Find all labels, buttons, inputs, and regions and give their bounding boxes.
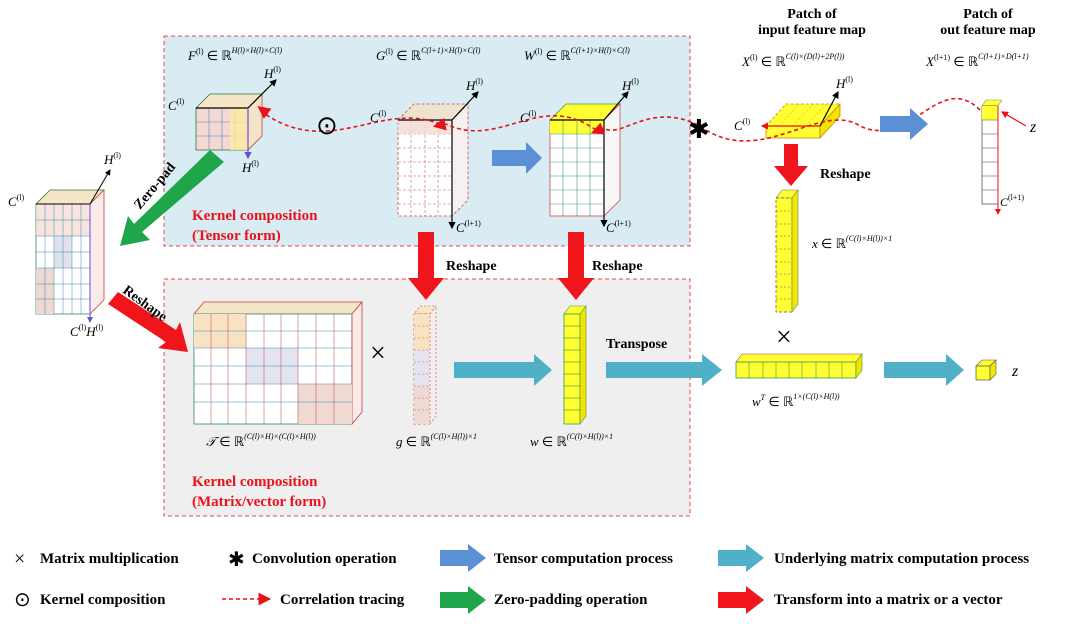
axis-pad-H: H(l) bbox=[103, 151, 121, 167]
axis-X-H: H(l) bbox=[835, 75, 853, 91]
legend-conv-symbol: ✱ bbox=[228, 549, 245, 571]
output-z-cube bbox=[975, 359, 997, 381]
reshape-arrow-padded bbox=[108, 292, 188, 352]
reshape-label-G: Reshape bbox=[446, 259, 497, 274]
legend-blue-arrow bbox=[440, 544, 486, 572]
patch-output-title-1: Patch of bbox=[963, 7, 1013, 22]
vector-x bbox=[775, 189, 799, 313]
legend-green-arrow bbox=[440, 586, 486, 614]
kernel-tensor-title-2: (Tensor form) bbox=[192, 228, 281, 244]
matmul-symbol-2: × bbox=[776, 322, 792, 353]
tensor-W-cube bbox=[549, 91, 629, 228]
tensor-G-cube bbox=[397, 91, 479, 230]
legend-matrix-text: Underlying matrix computation process bbox=[774, 551, 1029, 567]
tensor-F-cube bbox=[195, 79, 277, 160]
kernel-composition-symbol: ⊙ bbox=[316, 111, 338, 140]
reshape-arrow-X bbox=[774, 144, 808, 186]
convolution-symbol: ✱ bbox=[688, 115, 710, 144]
input-patch-X bbox=[760, 90, 841, 140]
formula-x: x ∈ ℝ(C(l)×H(l))×1 bbox=[811, 234, 892, 251]
legend-zeropad-text: Zero-padding operation bbox=[494, 592, 648, 608]
formula-Fcal: 𝒯 ∈ ℝ(C(l)×H)×(C(l)×H(l)) bbox=[206, 432, 316, 449]
legend-kernel-text: Kernel composition bbox=[40, 592, 166, 608]
z-label-bottom: z bbox=[1011, 363, 1019, 380]
formula-W: W(l) ∈ ℝC(l+1)×H(l)×C(l) bbox=[524, 46, 630, 63]
reshape-label-X: Reshape bbox=[820, 167, 871, 182]
vector-wT bbox=[735, 353, 863, 379]
transpose-label: Transpose bbox=[606, 337, 667, 352]
kernel-matrix-title-2: (Matrix/vector form) bbox=[192, 494, 326, 510]
formula-G: G(l) ∈ ℝC(l+1)×H(l)×C(l) bbox=[376, 46, 481, 63]
formula-F: F(l) ∈ ℝH(l)×H(l)×C(l) bbox=[187, 46, 282, 63]
tensor-arrow-X-to-out bbox=[880, 108, 928, 140]
legend-conv-text: Convolution operation bbox=[252, 551, 397, 567]
reshape-arrow-W bbox=[558, 232, 594, 300]
matrix-arrow-to-z bbox=[884, 354, 964, 386]
tensor-arrow-G-to-W bbox=[492, 142, 542, 174]
axis-pad-CH: C(l)H(l) bbox=[70, 323, 104, 339]
matrix-arrow-g-to-w bbox=[454, 354, 552, 386]
legend-transform-text: Transform into a matrix or a vector bbox=[774, 592, 1003, 608]
correlation-tracing-curve bbox=[261, 97, 981, 142]
zero-padded-tensor bbox=[35, 169, 111, 323]
formula-X: X(l) ∈ ℝC(l)×(D(l)+2P(l)) bbox=[741, 52, 845, 69]
formula-w: w ∈ ℝ(C(l)×H(l))×1 bbox=[530, 432, 613, 449]
matrix-arrow-transpose bbox=[606, 354, 722, 386]
matmul-symbol-1: × bbox=[370, 338, 386, 369]
patch-output-title-2: out feature map bbox=[940, 23, 1036, 38]
z-label-top: z bbox=[1029, 119, 1037, 136]
reshape-label-W: Reshape bbox=[592, 259, 643, 274]
legend: × Matrix multiplication ✱ Convolution op… bbox=[14, 544, 1029, 614]
axis-X-C: C(l) bbox=[734, 117, 751, 133]
legend-teal-arrow bbox=[718, 544, 764, 572]
kernel-tensor-title-1: Kernel composition bbox=[192, 208, 318, 224]
legend-tensor-text: Tensor computation process bbox=[494, 551, 673, 567]
vector-w bbox=[563, 305, 587, 425]
formula-Xout: X(l+1) ∈ ℝC(l+1)×D(l+1) bbox=[925, 52, 1029, 69]
zero-pad-arrow bbox=[120, 150, 224, 246]
patch-input-title-2: input feature map bbox=[758, 23, 866, 38]
legend-matmul-text: Matrix multiplication bbox=[40, 551, 179, 567]
legend-matmul-symbol: × bbox=[14, 548, 25, 570]
patch-input-title-1: Patch of bbox=[787, 7, 837, 22]
legend-red-arrow bbox=[718, 586, 764, 614]
legend-kernel-symbol: ⊙ bbox=[14, 589, 31, 611]
formula-wT: wT ∈ ℝ1×(C(l)×H(l)) bbox=[752, 392, 840, 409]
legend-correlation-text: Correlation tracing bbox=[280, 592, 405, 608]
formula-g: g ∈ ℝ(C(l)×H(l))×1 bbox=[396, 432, 477, 449]
output-patch bbox=[981, 99, 1027, 215]
kernel-matrix-title-1: Kernel composition bbox=[192, 474, 318, 490]
reshape-arrow-G bbox=[408, 232, 444, 300]
axis-out-Cnext: C(l+1) bbox=[1000, 193, 1024, 209]
kernel-matrix-Fcal bbox=[193, 300, 363, 426]
axis-pad-C: C(l) bbox=[8, 193, 25, 209]
vector-g bbox=[413, 305, 437, 425]
